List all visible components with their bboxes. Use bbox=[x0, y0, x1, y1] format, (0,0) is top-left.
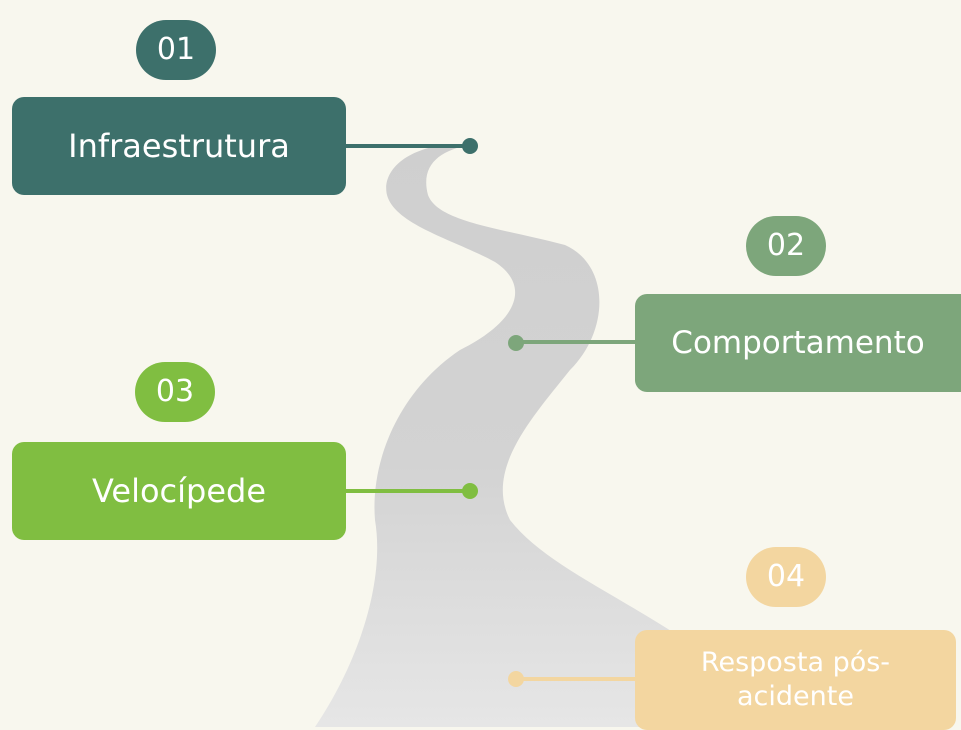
step-2-number-badge: 02 bbox=[746, 216, 826, 276]
step-3-number-badge: 03 bbox=[135, 362, 215, 422]
step-1-connector bbox=[346, 144, 470, 148]
step-3-label: Velocípede bbox=[91, 472, 267, 510]
step-4-label-box: Resposta pós-acidente bbox=[635, 630, 956, 730]
step-1-label: Infraestrutura bbox=[68, 127, 290, 165]
step-3-connector bbox=[346, 489, 470, 493]
step-1-marker-dot bbox=[462, 138, 478, 154]
step-2-label-box: Comportamento bbox=[635, 294, 961, 392]
step-4-label: Resposta pós-acidente bbox=[700, 647, 891, 712]
step-2-marker-dot bbox=[508, 335, 524, 351]
step-2-connector bbox=[516, 340, 635, 344]
step-1-number-badge: 01 bbox=[136, 20, 216, 80]
step-3-label-box: Velocípede bbox=[12, 442, 346, 540]
step-4-marker-dot bbox=[508, 671, 524, 687]
step-2-label: Comportamento bbox=[671, 325, 925, 361]
step-1-label-box: Infraestrutura bbox=[12, 97, 346, 195]
road-path bbox=[315, 144, 790, 727]
step-3-marker-dot bbox=[462, 483, 478, 499]
step-4-number-badge: 04 bbox=[746, 547, 826, 607]
step-4-connector bbox=[516, 677, 635, 681]
